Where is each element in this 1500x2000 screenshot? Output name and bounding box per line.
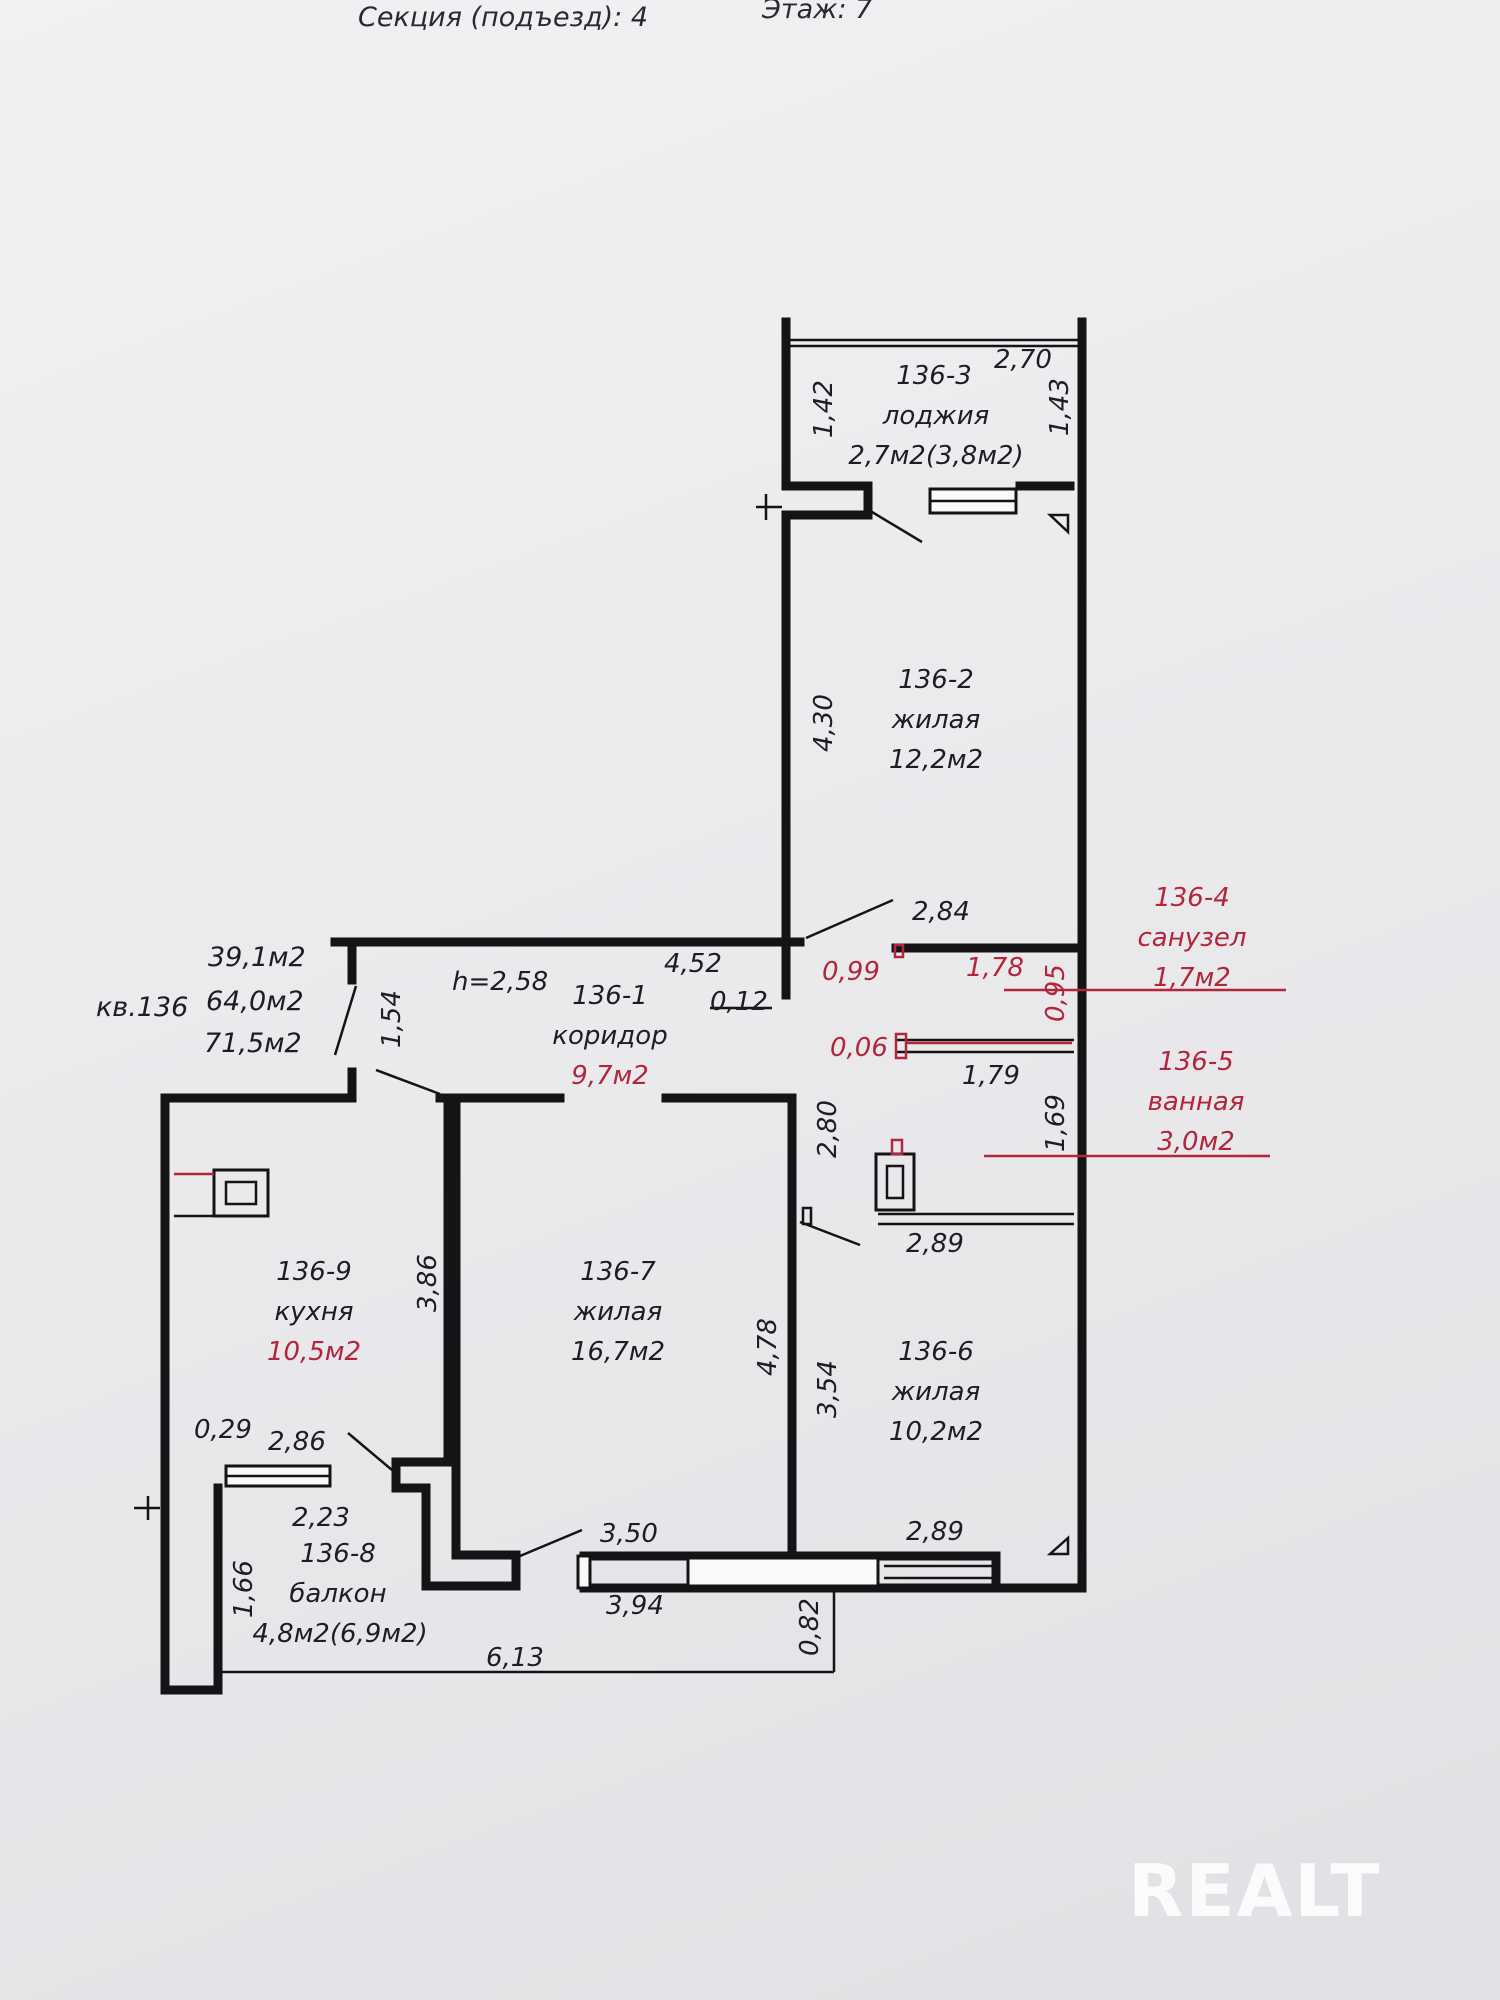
realt-watermark-logo: REALT [1128, 1849, 1381, 1933]
fixtures [174, 1138, 916, 1218]
svg-text:10,5м2: 10,5м2 [267, 1337, 361, 1367]
living-area: 39,1м2 [208, 942, 306, 973]
svg-text:9,7м2: 9,7м2 [571, 1061, 649, 1091]
svg-text:2,89: 2,89 [906, 1517, 964, 1547]
svg-text:136-7: 136-7 [580, 1257, 656, 1287]
loggia-wall-left [781, 317, 873, 491]
section-label: Секция (подъезд): 4 [358, 2, 648, 33]
svg-text:1,43: 1,43 [1045, 378, 1075, 436]
svg-text:10,2м2: 10,2м2 [889, 1417, 983, 1447]
ceiling-height: h=2,58 [452, 967, 548, 997]
svg-text:136-6: 136-6 [898, 1337, 974, 1367]
room-136-2: 136-2 жилая 12,2м2 [889, 665, 983, 775]
room-136-6: 136-6 жилая 10,2м2 [889, 1337, 983, 1447]
dimension-labels: 2,70 1,42 1,43 4,30 2,84 4,52 0,12 1,54 … [194, 345, 1075, 1673]
svg-text:лоджия: лоджия [882, 401, 989, 431]
svg-text:1,7м2: 1,7м2 [1153, 963, 1231, 993]
svg-text:1,54: 1,54 [377, 990, 407, 1048]
red-leaders [906, 988, 1286, 1158]
svg-text:4,52: 4,52 [664, 949, 722, 979]
total-with-balcony: 71,5м2 [204, 1028, 302, 1059]
svg-text:4,30: 4,30 [809, 694, 839, 752]
sink-icon [874, 1152, 916, 1212]
svg-text:136-3: 136-3 [896, 361, 972, 391]
svg-text:1,42: 1,42 [809, 380, 839, 438]
svg-text:0,82: 0,82 [795, 1598, 825, 1656]
svg-text:0,95: 0,95 [1041, 964, 1071, 1022]
total-area: 64,0м2 [206, 986, 304, 1017]
svg-text:2,23: 2,23 [292, 1503, 350, 1533]
svg-text:136-5: 136-5 [1158, 1047, 1234, 1077]
svg-text:жилая: жилая [891, 705, 981, 735]
svg-text:2,70: 2,70 [994, 345, 1052, 375]
svg-text:3,86: 3,86 [413, 1254, 443, 1312]
bath-partition-mark [894, 1032, 908, 1060]
door-swings [333, 510, 1070, 1558]
room-corridor: 136-1 коридор 9,7м2 [552, 981, 667, 1091]
svg-text:4,78: 4,78 [753, 1318, 783, 1376]
svg-text:136-9: 136-9 [276, 1257, 352, 1287]
floor-label: Этаж: 7 [761, 0, 872, 25]
svg-text:2,7м2(3,8м2): 2,7м2(3,8м2) [848, 441, 1023, 471]
svg-text:жилая: жилая [891, 1377, 981, 1407]
room-wc: 136-4 санузел 1,7м2 [1137, 883, 1246, 993]
svg-text:3,54: 3,54 [813, 1360, 843, 1418]
svg-text:1,69: 1,69 [1041, 1094, 1071, 1152]
svg-text:балкон: балкон [289, 1579, 386, 1609]
svg-text:санузел: санузел [1137, 923, 1246, 953]
svg-text:136-4: 136-4 [1154, 883, 1230, 913]
kitchen-wall-outer [160, 1067, 357, 1695]
svg-text:16,7м2: 16,7м2 [571, 1337, 665, 1367]
svg-text:кухня: кухня [274, 1297, 353, 1327]
svg-text:ванная: ванная [1148, 1087, 1245, 1117]
svg-text:2,89: 2,89 [906, 1229, 964, 1259]
svg-text:2,84: 2,84 [912, 897, 970, 927]
kitchen-room7-partition [391, 1097, 521, 1591]
svg-text:3,50: 3,50 [600, 1519, 658, 1549]
room-balcony: 136-8 балкон 4,8м2(6,9м2) [252, 1539, 427, 1649]
wall-ticks [134, 494, 905, 1520]
room7-window [686, 1556, 880, 1588]
room-bath: 136-5 ванная 3,0м2 [1148, 1047, 1245, 1157]
apartment-number: кв.136 [96, 992, 188, 1023]
svg-text:136-2: 136-2 [898, 665, 974, 695]
windows [224, 487, 1018, 1590]
svg-text:1,66: 1,66 [229, 1560, 259, 1618]
svg-text:2,86: 2,86 [268, 1427, 326, 1457]
svg-text:0,29: 0,29 [194, 1415, 252, 1445]
room-kitchen: 136-9 кухня 10,5м2 [267, 1257, 361, 1367]
svg-text:3,94: 3,94 [606, 1591, 664, 1621]
svg-text:0,12: 0,12 [710, 987, 768, 1017]
svg-text:12,2м2: 12,2м2 [889, 745, 983, 775]
room7-wall-right [661, 1093, 797, 1560]
svg-text:0,99: 0,99 [822, 957, 880, 987]
svg-text:1,79: 1,79 [962, 1061, 1020, 1091]
svg-text:1,78: 1,78 [966, 953, 1024, 983]
room-loggia: 136-3 лоджия 2,7м2(3,8м2) [848, 361, 1023, 471]
stove-icon [212, 1168, 270, 1218]
svg-text:4,8м2(6,9м2): 4,8м2(6,9м2) [252, 1619, 427, 1649]
svg-text:коридор: коридор [552, 1021, 667, 1051]
svg-text:0,06: 0,06 [830, 1033, 888, 1063]
room-136-7: 136-7 жилая 16,7м2 [571, 1257, 665, 1367]
svg-text:136-1: 136-1 [572, 981, 648, 1011]
svg-text:жилая: жилая [573, 1297, 663, 1327]
outer-wall-right [995, 317, 1087, 1593]
svg-text:6,13: 6,13 [486, 1643, 544, 1673]
svg-text:3,0м2: 3,0м2 [1157, 1127, 1235, 1157]
svg-text:2,80: 2,80 [813, 1100, 843, 1158]
balcony-dim-line [220, 1006, 836, 1674]
svg-text:136-8: 136-8 [300, 1539, 376, 1569]
